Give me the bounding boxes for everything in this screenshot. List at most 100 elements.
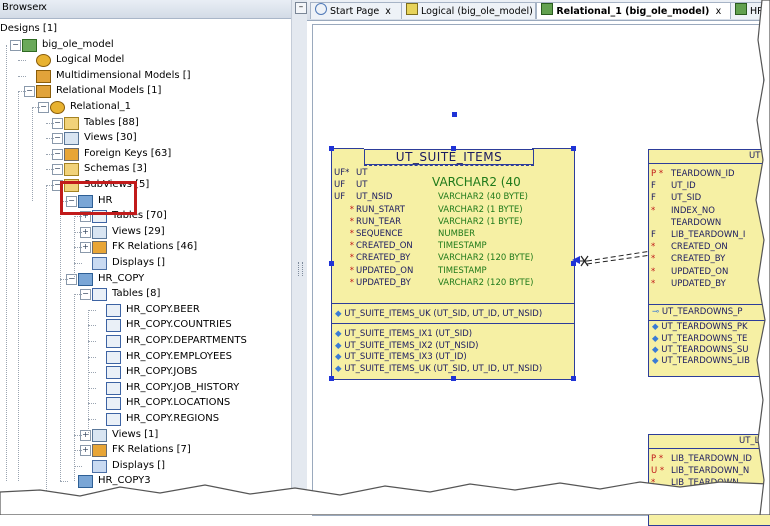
tab-close-icon[interactable]: x xyxy=(385,6,391,17)
tree-item[interactable]: Schemas [3] xyxy=(64,161,288,177)
tree-connector xyxy=(88,403,96,405)
index-row[interactable]: ◆ UT_SUITE_ITEMS_UK (UT_SID, UT_ID, UT_N… xyxy=(335,363,542,375)
tree-item[interactable]: Multidimensional Models [] xyxy=(36,68,288,83)
tree-item[interactable]: big_ole_model xyxy=(22,37,288,52)
column-flag: * xyxy=(349,241,354,252)
tab-label: Relational_1 (big_ole_model) xyxy=(556,6,710,17)
relational-diagram-icon xyxy=(735,3,747,15)
browser-tab-close-icon[interactable]: x xyxy=(41,2,47,13)
minimize-button[interactable]: – xyxy=(295,2,307,14)
column-name[interactable]: UT_ID xyxy=(671,181,696,192)
tree-item[interactable]: Views [1] xyxy=(92,427,288,442)
tree-item[interactable]: Displays [] xyxy=(92,458,288,473)
column-name[interactable]: TEARDOWN_ID xyxy=(671,169,735,179)
column-name[interactable]: RUN_TEAR xyxy=(356,216,402,227)
column-name[interactable]: LIB_TEARDOWN_N xyxy=(671,466,750,477)
column-name[interactable]: CREATED_BY xyxy=(356,253,411,264)
column-name[interactable]: UT_NSID xyxy=(356,192,393,203)
expand-toggle-icon[interactable]: − xyxy=(10,39,21,51)
tree-connector xyxy=(88,387,96,389)
tab-relational-1[interactable]: Relational_1 (big_ole_model) x xyxy=(536,2,731,19)
entity-title-box[interactable]: UT_SUITE_ITEMS xyxy=(364,149,534,165)
column-name[interactable]: CREATED_ON xyxy=(671,242,728,253)
browser-tab[interactable]: Browser x xyxy=(0,0,291,19)
tab-close-icon[interactable]: x xyxy=(715,6,722,17)
tree-item[interactable]: HR_COPY3 xyxy=(78,473,288,489)
selection-handle[interactable] xyxy=(571,146,576,151)
tree-item[interactable]: Tables [88] xyxy=(64,115,288,130)
unique-key-row[interactable]: ◆ UT_SUITE_ITEMS_UK (UT_SID, UT_ID, UT_N… xyxy=(335,308,542,320)
tree-item[interactable]: HR xyxy=(78,193,288,208)
selection-handle[interactable] xyxy=(452,112,457,117)
tree-item[interactable]: Designs [1] xyxy=(0,21,280,36)
selection-handle[interactable] xyxy=(451,146,456,151)
foreign-key-icon xyxy=(92,444,107,458)
tree-item-label: Views [30] xyxy=(84,132,137,144)
folder-icon xyxy=(64,116,79,130)
selection-handle[interactable] xyxy=(451,376,456,381)
tree-item[interactable]: HR_COPY.BEER xyxy=(106,302,288,317)
column-name[interactable]: LIB_TEARDOWN_ID xyxy=(671,454,752,464)
column-name[interactable]: SEQUENCE xyxy=(356,229,403,239)
key-row[interactable]: ◆ UT_TEARDOWNS_SU xyxy=(652,344,748,356)
column-name[interactable]: UT xyxy=(356,180,368,191)
key-row[interactable]: ◆ UT_TEARDOWNS_PK xyxy=(652,321,748,333)
tree-item[interactable]: FK Relations [46] xyxy=(92,239,288,255)
column-name[interactable]: UPDATED_BY xyxy=(356,277,411,288)
tree-item[interactable]: FK Relations [7] xyxy=(92,442,288,458)
column-name[interactable]: UPDATED_ON xyxy=(671,266,729,277)
key-row[interactable]: ◆ UT_TEARDOWNS_LIB xyxy=(652,355,750,367)
tree-item[interactable]: HR_COPY.COUNTRIES xyxy=(106,317,288,333)
tree-item-label: Relational Models [1] xyxy=(56,85,162,97)
editor-tab-strip: Start Page x Logical (big_ole_model) x R… xyxy=(307,0,770,21)
tree-item[interactable]: Displays [] xyxy=(92,255,288,270)
selection-handle[interactable] xyxy=(571,376,576,381)
tab-start-page[interactable]: Start Page x xyxy=(310,2,404,19)
column-name[interactable]: UT_SID xyxy=(671,193,702,204)
splitter-grip[interactable] xyxy=(298,262,303,276)
tree-item[interactable]: HR_COPY.LOCATIONS xyxy=(106,395,288,411)
index-diamond-icon: ◆ xyxy=(652,322,662,333)
tree-guide-line xyxy=(74,294,75,482)
tree-item[interactable]: Logical Model xyxy=(36,52,288,68)
column-name[interactable]: CREATED_BY xyxy=(671,254,726,265)
fk-relation-line[interactable] xyxy=(571,248,651,272)
inline-type-editor[interactable]: VARCHAR2 (40 xyxy=(432,175,521,189)
column-name[interactable]: UPDATED_ON xyxy=(356,265,414,276)
tree-item[interactable]: Views [29] xyxy=(92,224,288,239)
column-name[interactable]: RUN_START xyxy=(356,204,405,215)
selection-handle[interactable] xyxy=(571,261,576,266)
tree-item[interactable]: Relational_1 xyxy=(50,99,288,114)
tree-item-label: Tables [70] xyxy=(112,210,167,222)
column-name[interactable]: CREATED_ON xyxy=(356,241,413,252)
column-name[interactable]: UT xyxy=(356,168,368,178)
index-row[interactable]: ◆ UT_SUITE_ITEMS_IX2 (UT_NSID) xyxy=(335,340,478,352)
tree-item[interactable]: HR_COPY.DEPARTMENTS xyxy=(106,333,288,348)
tree-item[interactable]: Tables [8] xyxy=(92,286,288,302)
tree-item[interactable]: Foreign Keys [63] xyxy=(64,146,288,161)
tree-item[interactable]: HR_COPY xyxy=(78,271,288,286)
display-icon xyxy=(92,257,107,270)
key-row[interactable]: ⊸ UT_TEARDOWNS_P xyxy=(652,306,743,318)
tree-item[interactable]: HR_COPY.REGIONS xyxy=(106,411,288,426)
column-name[interactable]: INDEX_NO xyxy=(671,205,715,216)
selection-handle[interactable] xyxy=(329,261,334,266)
index-row[interactable]: ◆ UT_SUITE_ITEMS_IX3 (UT_ID) xyxy=(335,351,467,363)
index-diamond-icon: ◆ xyxy=(652,344,662,355)
tree-connector xyxy=(60,278,68,280)
selection-handle[interactable] xyxy=(329,146,334,151)
tree-item[interactable]: HR_COPY.EMPLOYEES xyxy=(106,349,288,364)
tab-logical[interactable]: Logical (big_ole_model) x xyxy=(401,2,545,19)
column-name[interactable]: TEARDOWN xyxy=(671,217,722,228)
tree-item[interactable]: HR_COPY.JOB_HISTORY xyxy=(106,380,288,395)
selection-handle[interactable] xyxy=(329,376,334,381)
tree-item[interactable]: Views [30] xyxy=(64,130,288,146)
index-row[interactable]: ◆ UT_SUITE_ITEMS_IX1 (UT_SID) xyxy=(335,328,472,340)
key-row[interactable]: ◆ UT_TEARDOWNS_TE xyxy=(652,333,747,345)
tree-item[interactable]: Relational Models [1] xyxy=(36,83,288,99)
column-name[interactable]: LIB_TEARDOWN_I xyxy=(671,230,746,240)
tree-item[interactable]: HR_COPY.JOBS xyxy=(106,364,288,380)
column-name[interactable]: UPDATED_BY xyxy=(671,278,726,289)
